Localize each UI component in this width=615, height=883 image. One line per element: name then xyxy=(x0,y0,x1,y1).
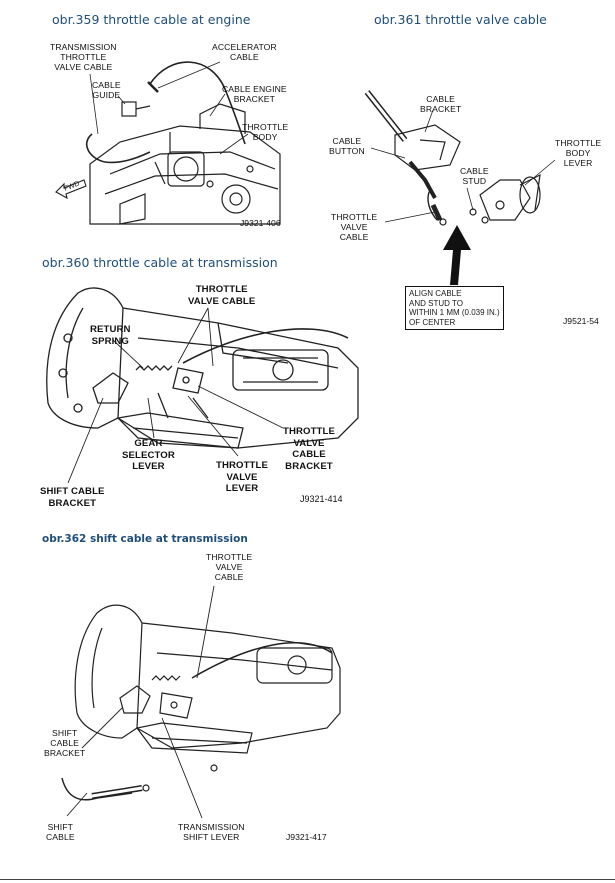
alignment-arrow-icon xyxy=(443,225,471,285)
label-shift-cable-bracket: SHIFT CABLE BRACKET xyxy=(44,728,86,758)
figure-359-engine-diagram: TRANSMISSION THROTTLE VALVE CABLE CABLE … xyxy=(50,34,290,234)
label-return-spring: RETURN SPRING xyxy=(90,324,131,347)
label-cable-stud: CABLE STUD xyxy=(460,166,489,186)
figure-360-transmission-diagram: THROTTLE VALVE CABLE RETURN SPRING THROT… xyxy=(38,278,373,518)
label-throttle-valve-cable: THROTTLE VALVE CABLE xyxy=(188,284,256,307)
engine-drawing xyxy=(55,61,281,225)
figure-359-caption: obr.359 throttle cable at engine xyxy=(52,12,251,27)
figure-code: J9321-406 xyxy=(240,218,281,228)
shift-cable-drawing xyxy=(61,585,341,819)
figure-code: J9521-54 xyxy=(563,316,599,326)
label-throttle-body-lever: THROTTLE BODY LEVER xyxy=(555,138,602,168)
label-cable-bracket: CABLE BRACKET xyxy=(420,94,462,114)
label-throttle-body: THROTTLE BODY xyxy=(242,122,289,142)
figure-code: J9321-417 xyxy=(286,832,327,842)
label-cable-engine-bracket: CABLE ENGINE BRACKET xyxy=(222,84,287,104)
figure-360-caption: obr.360 throttle cable at transmission xyxy=(42,255,278,270)
label-transmission-throttle-valve-cable: TRANSMISSION THROTTLE VALVE CABLE xyxy=(50,42,117,72)
label-throttle-valve-cable: THROTTLE VALVE CABLE xyxy=(331,212,378,242)
fwd-arrow-icon xyxy=(55,179,87,200)
figure-361-caption: obr.361 throttle valve cable xyxy=(374,12,547,27)
label-throttle-valve-cable: THROTTLE VALVE CABLE xyxy=(206,552,253,582)
cable-drawing xyxy=(364,90,556,285)
label-gear-selector-lever: GEAR SELECTOR LEVER xyxy=(122,438,175,472)
label-cable-button: CABLE BUTTON xyxy=(329,136,365,156)
transmission-drawing xyxy=(46,287,359,484)
label-transmission-shift-lever: TRANSMISSION SHIFT LEVER xyxy=(178,822,245,842)
figure-code: J9321-414 xyxy=(300,494,343,504)
figure-362-shift-cable-diagram: THROTTLE VALVE CABLE SHIFT CABLE BRACKET… xyxy=(42,548,352,848)
figure-362-caption: obr.362 shift cable at transmission xyxy=(42,533,248,545)
label-accelerator-cable: ACCELERATOR CABLE xyxy=(212,42,277,62)
label-shift-cable-bracket: SHIFT CABLE BRACKET xyxy=(40,486,105,509)
label-cable-guide: CABLE GUIDE xyxy=(92,80,121,100)
label-throttle-valve-cable-bracket: THROTTLE VALVE CABLE BRACKET xyxy=(283,426,335,472)
alignment-note: ALIGN CABLE AND STUD TO WITHIN 1 MM (0.0… xyxy=(405,286,504,330)
label-throttle-valve-lever: THROTTLE VALVE LEVER xyxy=(216,460,268,494)
page-bottom-rule xyxy=(0,879,615,880)
figure-361-cable-diagram: CABLE BRACKET CABLE BUTTON THROTTLE BODY… xyxy=(325,80,610,330)
label-shift-cable: SHIFT CABLE xyxy=(46,822,75,842)
